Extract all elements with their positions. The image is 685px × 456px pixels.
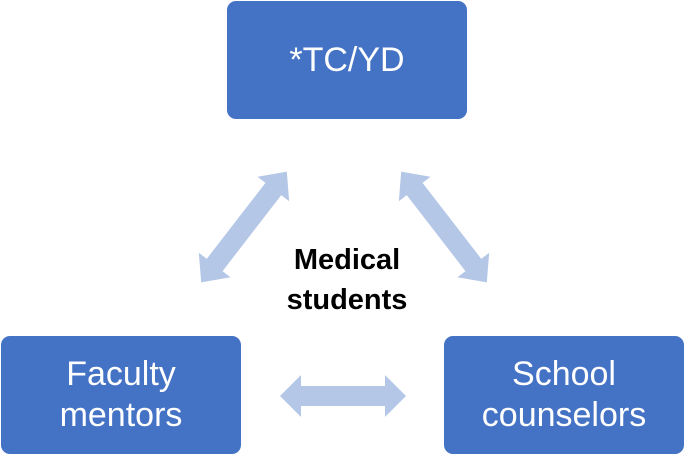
node-faculty-mentors: Faculty mentors [1, 336, 241, 454]
center-label-line-2: students [286, 284, 408, 317]
node-school-counselors: School counselors [444, 336, 684, 454]
arrow-tc-counselors [398, 171, 490, 283]
center-label-medical-students: Medical students [262, 240, 432, 320]
node-school-counselors-line-1: School [512, 355, 616, 394]
arrow-faculty-counselors [280, 375, 406, 417]
node-faculty-mentors-line-2: mentors [59, 396, 183, 434]
center-label-line-1: Medical [293, 244, 401, 276]
node-faculty-mentors-line-1: Faculty [66, 355, 176, 394]
arrow-faculty-tc [198, 171, 290, 283]
node-tc-yd: *TC/YD [227, 1, 467, 119]
node-tc-yd-label: *TC/YD [289, 40, 405, 79]
node-school-counselors-line-2: counselors [481, 396, 647, 434]
